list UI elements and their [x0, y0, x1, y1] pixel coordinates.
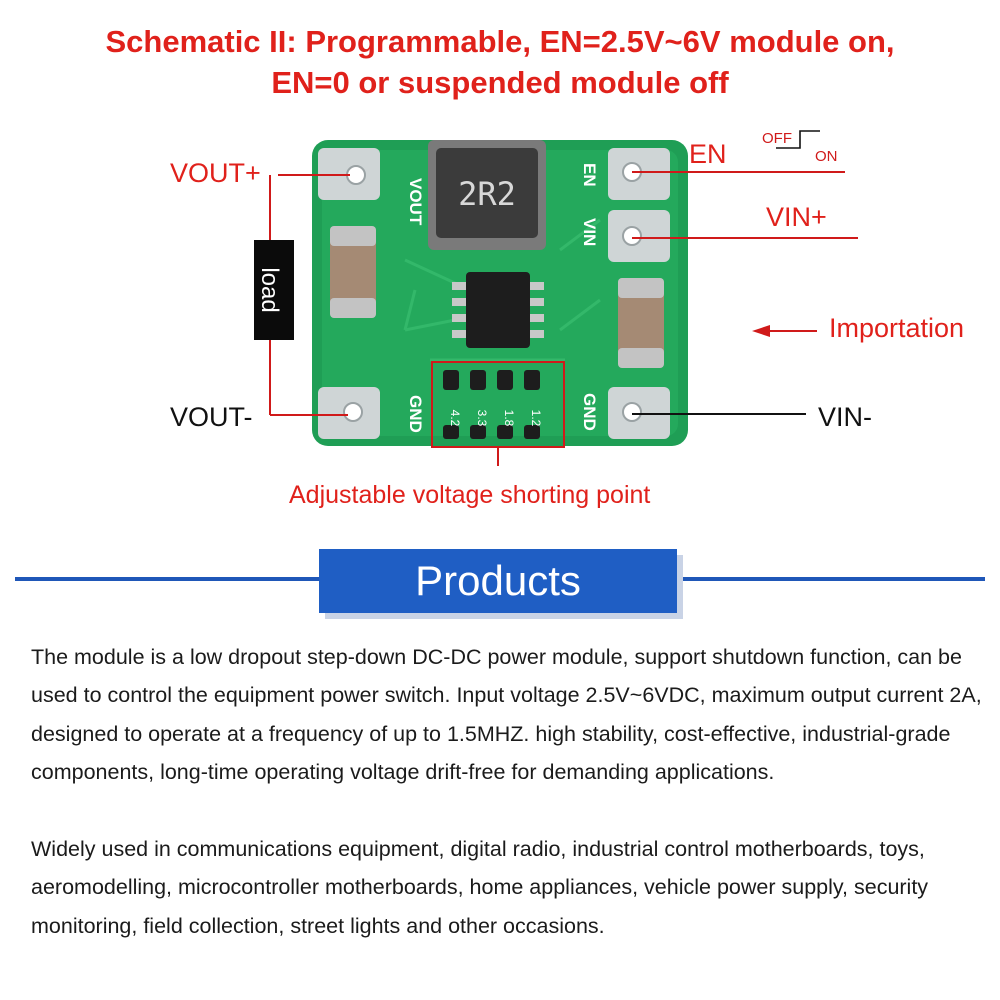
voltage-option-1-8: 1.8: [502, 410, 516, 427]
section-divider-left: [15, 577, 319, 581]
pad-vin-plus: [608, 210, 670, 262]
shorting-pads: 4.2 3.3 1.8 1.2: [431, 361, 565, 448]
switch-on-label: ON: [815, 148, 838, 165]
switch-symbol: OFF ON: [762, 130, 838, 165]
description-paragraph-1: The module is a low dropout step-down DC…: [31, 645, 982, 785]
silk-en-text: EN: [580, 163, 599, 187]
vout-plus-label: VOUT+: [170, 158, 261, 188]
voltage-option-1-2: 1.2: [529, 410, 543, 427]
importation-label: Importation: [829, 313, 965, 343]
switch-off-label: OFF: [762, 130, 792, 147]
description-paragraph-2: Widely used in communications equipment,…: [31, 837, 929, 938]
module-diagram: VOUT GND EN VIN GND 2R2: [254, 130, 858, 466]
pad-vout-minus: [318, 387, 380, 439]
silk-vin-text: VIN: [580, 218, 599, 246]
capacitor-left: [330, 226, 376, 318]
vout-minus-label: VOUT-: [170, 402, 253, 432]
silk-vout-text: VOUT: [406, 178, 425, 226]
load-block: [254, 240, 294, 340]
wires: [269, 171, 858, 466]
silk-gnd-right-text: GND: [580, 393, 599, 431]
section-header: Products: [319, 549, 677, 613]
inductor: 2R2: [428, 140, 546, 250]
load-label: load: [256, 267, 283, 312]
vin-plus-label: VIN+: [766, 202, 827, 232]
shorting-point-label: Adjustable voltage shorting point: [289, 481, 651, 509]
vin-minus-label: VIN-: [818, 402, 872, 432]
inductor-marking: 2R2: [458, 175, 516, 213]
en-label: EN: [689, 139, 727, 169]
voltage-option-4-2: 4.2: [448, 410, 462, 427]
capacitor-right: [618, 278, 664, 368]
importation-arrow-icon: [752, 325, 817, 337]
pad-en: [608, 148, 670, 200]
title-line-1: Schematic II: Programmable, EN=2.5V~6V m…: [105, 24, 895, 59]
title-line-2: EN=0 or suspended module off: [271, 65, 729, 100]
pcb-traces: [403, 218, 601, 362]
section-divider-right: [677, 577, 985, 581]
silk-gnd-left-text: GND: [406, 395, 425, 433]
ic-chip: [452, 272, 544, 348]
voltage-option-3-3: 3.3: [475, 410, 489, 427]
